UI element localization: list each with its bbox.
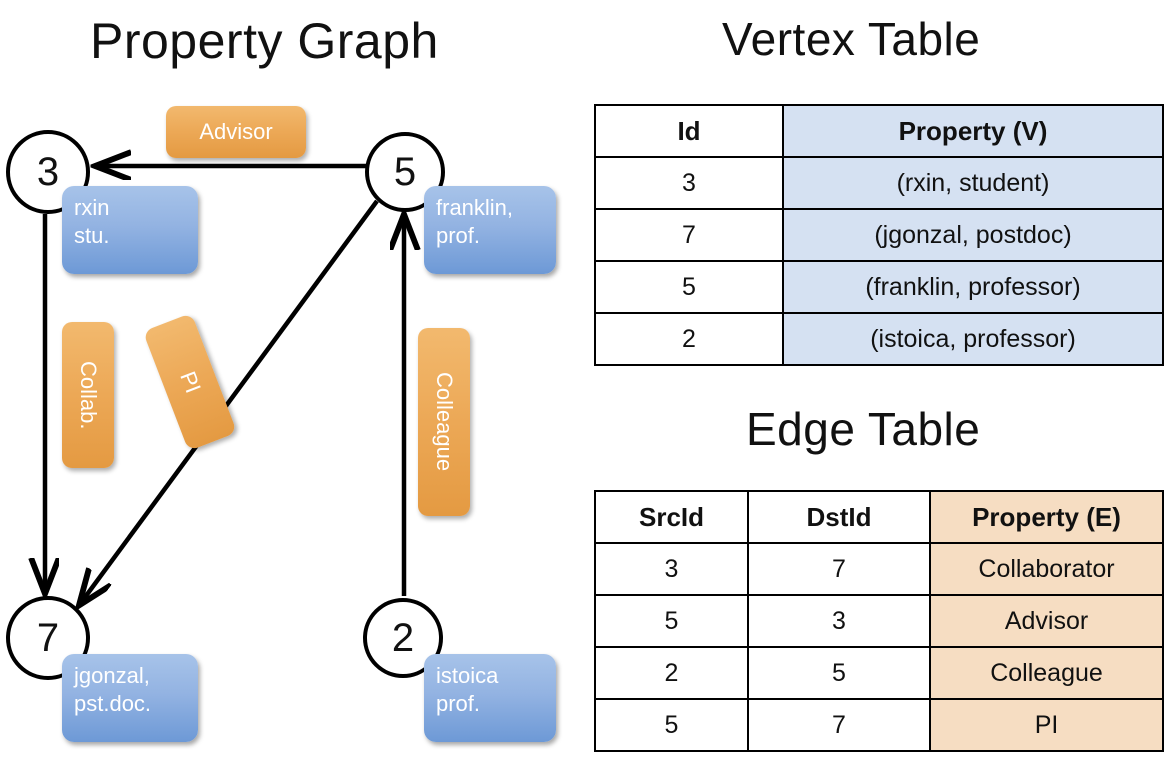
edge-table-header-srcid: SrcId — [594, 490, 749, 544]
edge-label-advisor[interactable]: Advisor — [166, 106, 306, 158]
node-property-jgonzal-line2: pst.doc. — [74, 691, 152, 717]
table-row: 5 7 PI — [594, 698, 1164, 752]
vertex-table-header-property: Property (V) — [782, 104, 1164, 158]
edge-label-colleague[interactable]: Colleague — [418, 328, 470, 516]
edge-row-0-property: Collaborator — [929, 542, 1164, 596]
graph-node-5[interactable]: 5 — [365, 132, 445, 212]
vertex-row-2-id: 5 — [594, 260, 784, 314]
edge-row-3-property: PI — [929, 698, 1164, 752]
graph-node-5-label: 5 — [393, 149, 417, 194]
edge-row-2-src: 2 — [594, 646, 749, 700]
node-property-istoica-line2: prof. — [436, 691, 481, 717]
edge-row-3-dst: 7 — [747, 698, 931, 752]
graph-edges-svg — [0, 0, 585, 760]
vertex-row-3-property: (istoica, professor) — [782, 312, 1164, 366]
table-row: 2 (istoica, professor) — [594, 312, 1164, 366]
edge-label-collab[interactable]: Collab. — [62, 322, 114, 468]
edge-row-3-src: 5 — [594, 698, 749, 752]
table-row: 5 (franklin, professor) — [594, 260, 1164, 314]
page-title-vertex-table: Vertex Table — [722, 13, 981, 65]
table-row: 3 7 Collaborator — [594, 542, 1164, 596]
node-property-box-franklin[interactable]: franklin, prof. — [424, 186, 556, 274]
edge-row-2-property: Colleague — [929, 646, 1164, 700]
edge-table: SrcId DstId Property (E) 3 7 Collaborato… — [594, 490, 1164, 752]
node-property-box-istoica[interactable]: istoica prof. — [424, 654, 556, 742]
vertex-row-1-property: (jgonzal, postdoc) — [782, 208, 1164, 262]
edge-5-to-7 — [80, 199, 379, 604]
node-property-istoica-line1: istoica — [436, 663, 499, 688]
table-row: 3 (rxin, student) — [594, 156, 1164, 210]
page-title-edge-table: Edge Table — [746, 403, 981, 455]
vertex-table-header-id: Id — [594, 104, 784, 158]
vertex-table-header-row: Id Property (V) — [594, 104, 1164, 158]
edge-row-1-src: 5 — [594, 594, 749, 648]
graph-node-2[interactable]: 2 — [363, 598, 443, 678]
node-property-box-jgonzal[interactable]: jgonzal, pst.doc. — [62, 654, 198, 742]
vertex-row-3-id: 2 — [594, 312, 784, 366]
vertex-row-2-property: (franklin, professor) — [782, 260, 1164, 314]
edge-row-0-dst: 7 — [747, 542, 931, 596]
edge-row-1-dst: 3 — [747, 594, 931, 648]
edge-row-0-src: 3 — [594, 542, 749, 596]
vertex-table: Id Property (V) 3 (rxin, student) 7 (jgo… — [594, 104, 1164, 366]
edge-row-2-dst: 5 — [747, 646, 931, 700]
table-row: 7 (jgonzal, postdoc) — [594, 208, 1164, 262]
graph-node-3-label: 3 — [36, 149, 60, 194]
node-property-franklin-line1: franklin, — [436, 195, 514, 220]
table-row: 2 5 Colleague — [594, 646, 1164, 700]
node-property-jgonzal-line1: jgonzal, — [74, 663, 150, 688]
vertex-row-0-id: 3 — [594, 156, 784, 210]
node-property-rxin-line1: rxin — [74, 195, 110, 220]
node-property-franklin-line2: prof. — [436, 223, 481, 249]
property-graph-diagram: 3 5 7 2 rxin stu. franklin, prof. jgonza… — [0, 0, 585, 760]
node-property-box-rxin[interactable]: rxin stu. — [62, 186, 198, 274]
graph-node-2-label: 2 — [391, 615, 415, 660]
vertex-row-0-property: (rxin, student) — [782, 156, 1164, 210]
edge-table-header-dstid: DstId — [747, 490, 931, 544]
edge-row-1-property: Advisor — [929, 594, 1164, 648]
table-row: 5 3 Advisor — [594, 594, 1164, 648]
node-property-rxin-line2: stu. — [74, 223, 110, 249]
vertex-row-1-id: 7 — [594, 208, 784, 262]
edge-table-header-row: SrcId DstId Property (E) — [594, 490, 1164, 544]
edge-table-header-property: Property (E) — [929, 490, 1164, 544]
graph-node-7-label: 7 — [36, 615, 60, 660]
page-title-property-graph: Property Graph — [90, 13, 439, 69]
